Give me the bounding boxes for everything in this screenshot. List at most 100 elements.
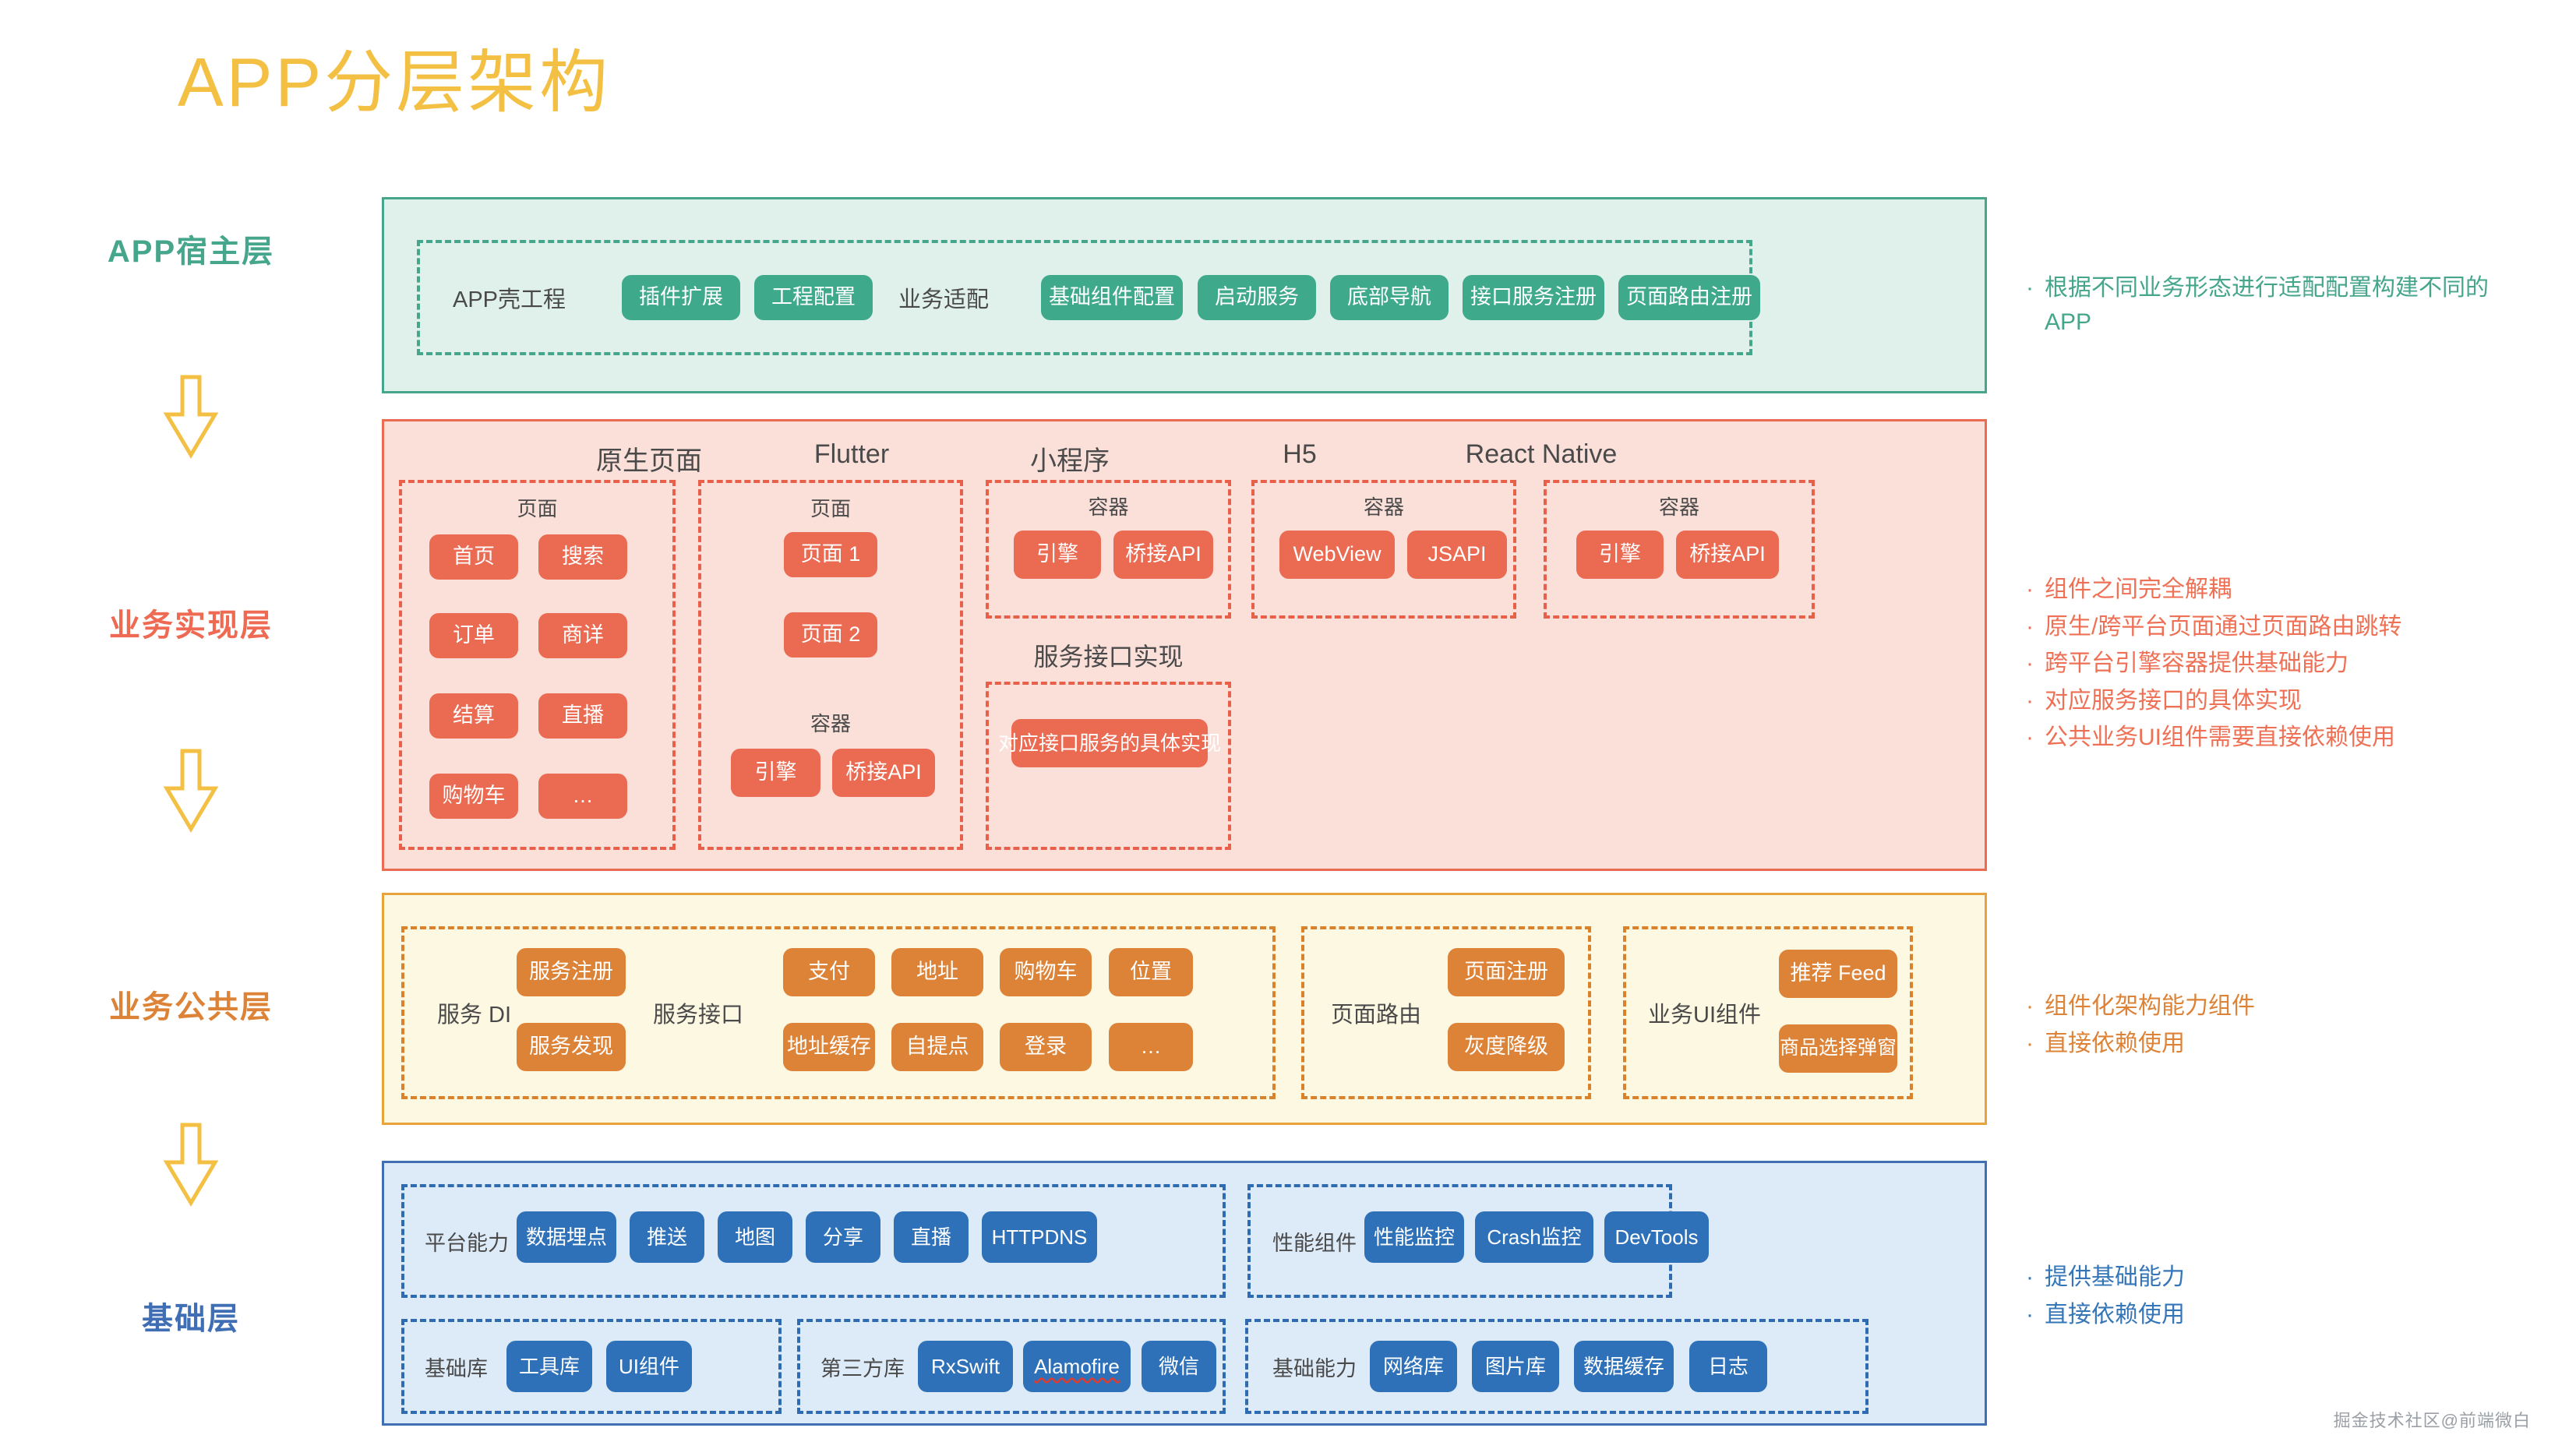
note-text: 原生/跨平台页面通过页面路由跳转 xyxy=(2045,613,2402,640)
chip-startup-service[interactable]: 启动服务 xyxy=(1198,275,1316,320)
chip-recommend-feed[interactable]: 推荐 Feed xyxy=(1779,950,1897,998)
chip-address-cache[interactable]: 地址缓存 xyxy=(783,1023,875,1071)
chip-page-1[interactable]: 页面 1 xyxy=(784,532,877,577)
down-arrow-icon-1 xyxy=(0,374,382,460)
chip-mp-bridge-api[interactable]: 桥接API xyxy=(1113,531,1213,579)
label-base-capability: 基础能力 xyxy=(1272,1356,1357,1380)
miniprogram-container-dashed-group xyxy=(986,480,1231,619)
notes-app-host: · 根据不同业务形态进行适配配置构建不同的APP xyxy=(2026,271,2528,342)
chip-flutter-bridge-api[interactable]: 桥接API xyxy=(832,749,935,797)
chip-home[interactable]: 首页 xyxy=(429,534,518,580)
chip-flutter-engine[interactable]: 引擎 xyxy=(731,749,820,797)
chip-image-library[interactable]: 图片库 xyxy=(1472,1341,1559,1392)
chip-service-discovery[interactable]: 服务发现 xyxy=(517,1023,626,1071)
chip-payment[interactable]: 支付 xyxy=(783,948,875,996)
chip-base-component-config[interactable]: 基础组件配置 xyxy=(1041,275,1183,320)
chip-more[interactable]: … xyxy=(538,774,627,819)
chip-performance-monitor[interactable]: 性能监控 xyxy=(1364,1211,1464,1263)
rn-container-title: 容器 xyxy=(1658,495,1699,519)
chip-service-impl[interactable]: 对应接口服务的具体实现 xyxy=(998,719,1221,767)
chip-gray-degrade[interactable]: 灰度降级 xyxy=(1448,1023,1565,1071)
note-text: 组件之间完全解耦 xyxy=(2045,576,2232,602)
chip-push[interactable]: 推送 xyxy=(630,1211,704,1263)
column-title-react-native: React Native xyxy=(1465,439,1618,469)
chip-product-detail[interactable]: 商详 xyxy=(538,613,627,658)
bullet-dot-icon: · xyxy=(2026,650,2034,676)
chip-project-config[interactable]: 工程配置 xyxy=(754,275,873,320)
rail-label-business-common: 业务公共层 xyxy=(109,990,273,1024)
service-impl-title: 服务接口实现 xyxy=(1033,643,1184,671)
chip-network-library[interactable]: 网络库 xyxy=(1370,1341,1457,1392)
flutter-pages-title: 页面 xyxy=(810,497,851,520)
chip-devtools[interactable]: DevTools xyxy=(1604,1211,1709,1263)
chip-webview[interactable]: WebView xyxy=(1279,531,1395,579)
label-page-route: 页面路由 xyxy=(1331,1003,1422,1028)
rail-label-app-host: APP宿主层 xyxy=(107,234,275,269)
note-item: · 直接依赖使用 xyxy=(2026,1027,2255,1061)
chip-product-select-dialog[interactable]: 商品选择弹窗 xyxy=(1779,1024,1897,1073)
chip-map[interactable]: 地图 xyxy=(718,1211,792,1263)
note-text: 组件化架构能力组件 xyxy=(2045,993,2255,1019)
chip-httpdns[interactable]: HTTPDNS xyxy=(982,1211,1097,1263)
chip-location[interactable]: 位置 xyxy=(1109,948,1193,996)
chip-mp-engine[interactable]: 引擎 xyxy=(1014,531,1101,579)
label-base-library: 基础库 xyxy=(425,1356,488,1380)
label-service-interface: 服务接口 xyxy=(653,1003,744,1028)
chip-share[interactable]: 分享 xyxy=(806,1211,880,1263)
note-item: · 对应服务接口的具体实现 xyxy=(2026,684,2401,718)
note-text: 直接依赖使用 xyxy=(2045,1301,2185,1327)
chip-page-register[interactable]: 页面注册 xyxy=(1448,948,1565,996)
chip-jsapi[interactable]: JSAPI xyxy=(1407,531,1507,579)
chip-order[interactable]: 订单 xyxy=(429,613,518,658)
chip-data-cache[interactable]: 数据缓存 xyxy=(1574,1341,1674,1392)
chip-checkout[interactable]: 结算 xyxy=(429,693,518,739)
chip-service-more[interactable]: … xyxy=(1109,1023,1193,1071)
layer-foundation: 平台能力 数据埋点 推送 地图 分享 直播 HTTPDNS 性能组件 性能监控 … xyxy=(382,1161,1987,1426)
chip-page-2[interactable]: 页面 2 xyxy=(784,612,877,658)
bullet-dot-icon: · xyxy=(2026,1301,2034,1327)
chip-crash-monitor[interactable]: Crash监控 xyxy=(1475,1211,1593,1263)
chip-rn-bridge-api[interactable]: 桥接API xyxy=(1676,531,1779,579)
flutter-container-title: 容器 xyxy=(810,712,851,735)
note-text: 跨平台引擎容器提供基础能力 xyxy=(2045,650,2348,676)
chip-bottom-navigation[interactable]: 底部导航 xyxy=(1330,275,1449,320)
note-item: · 根据不同业务形态进行适配配置构建不同的APP xyxy=(2026,271,2528,339)
chip-live[interactable]: 直播 xyxy=(538,693,627,739)
rn-container-dashed-group xyxy=(1544,480,1815,619)
chip-search[interactable]: 搜索 xyxy=(538,534,627,580)
column-title-native: 原生页面 xyxy=(596,446,702,476)
label-service-di: 服务 DI xyxy=(437,1003,512,1028)
chip-pickup-point[interactable]: 自提点 xyxy=(891,1023,983,1071)
chip-rn-engine[interactable]: 引擎 xyxy=(1576,531,1664,579)
note-item: · 跨平台引擎容器提供基础能力 xyxy=(2026,647,2401,681)
chip-wechat[interactable]: 微信 xyxy=(1142,1341,1216,1392)
bullet-dot-icon: · xyxy=(2026,687,2034,714)
chip-data-tracking[interactable]: 数据埋点 xyxy=(517,1211,616,1263)
column-title-flutter: Flutter xyxy=(813,439,890,469)
chip-login[interactable]: 登录 xyxy=(1000,1023,1092,1071)
chip-ui-component[interactable]: UI组件 xyxy=(606,1341,692,1392)
chip-plugin-extension[interactable]: 插件扩展 xyxy=(622,275,740,320)
chip-log[interactable]: 日志 xyxy=(1689,1341,1767,1392)
chip-shopping-cart[interactable]: 购物车 xyxy=(1000,948,1092,996)
chip-live-stream[interactable]: 直播 xyxy=(894,1211,969,1263)
chip-service-register[interactable]: 服务注册 xyxy=(517,948,626,996)
chip-rxswift[interactable]: RxSwift xyxy=(918,1341,1013,1392)
layer-business-impl: 原生页面 Flutter 小程序 H5 React Native 页面 首页 搜… xyxy=(382,419,1987,871)
bullet-dot-icon: · xyxy=(2026,576,2034,602)
note-item: · 原生/跨平台页面通过页面路由跳转 xyxy=(2026,610,2401,644)
chip-page-route-register[interactable]: 页面路由注册 xyxy=(1618,275,1760,320)
chip-api-service-register[interactable]: 接口服务注册 xyxy=(1463,275,1604,320)
column-title-h5: H5 xyxy=(1283,439,1317,469)
bullet-dot-icon: · xyxy=(2026,275,2034,301)
rail-label-foundation: 基础层 xyxy=(142,1302,240,1336)
note-text: 对应服务接口的具体实现 xyxy=(2045,687,2302,714)
chip-utility-library[interactable]: 工具库 xyxy=(506,1341,592,1392)
chip-address[interactable]: 地址 xyxy=(891,948,983,996)
layer-business-common: 服务 DI 服务注册 服务发现 服务接口 支付 地址 购物车 位置 地址缓存 自… xyxy=(382,893,1987,1125)
label-platform-capability: 平台能力 xyxy=(425,1231,509,1255)
label-performance-component: 性能组件 xyxy=(1272,1231,1357,1255)
label-third-party-library: 第三方库 xyxy=(820,1356,905,1380)
chip-alamofire[interactable]: Alamofire xyxy=(1023,1341,1131,1392)
chip-cart[interactable]: 购物车 xyxy=(429,774,518,819)
